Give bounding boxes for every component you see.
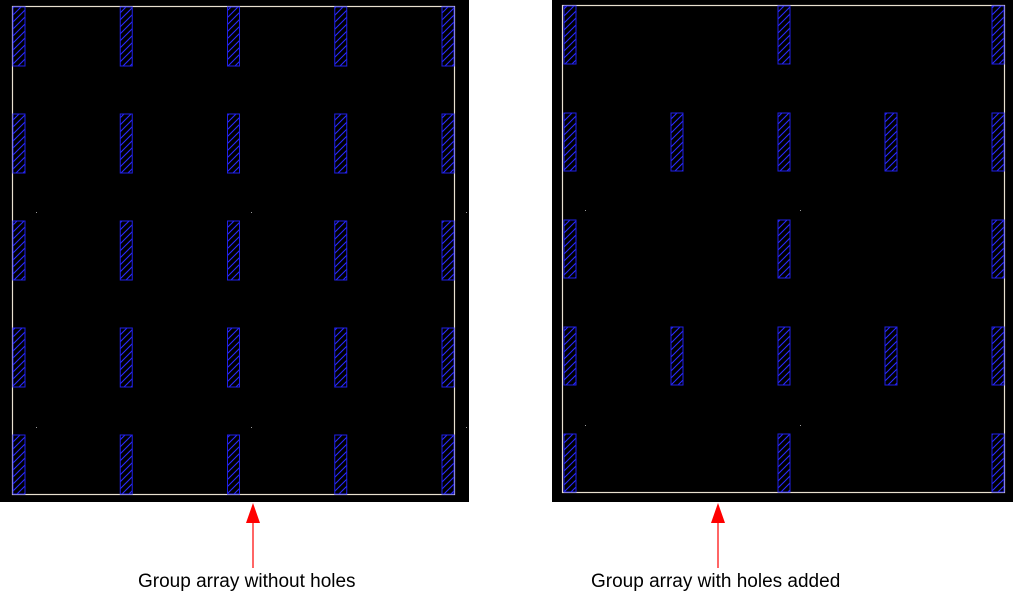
- left-grid-dot: [36, 212, 37, 213]
- right-via-r2-c4: [884, 112, 898, 172]
- left-via-r2-c3: [227, 113, 240, 174]
- left-via-r2-c1: [12, 113, 26, 174]
- left-arrow-icon: [246, 503, 260, 568]
- right-grid-dot: [800, 425, 801, 426]
- left-via-r5-c3: [227, 434, 240, 495]
- left-grid-dot: [466, 427, 467, 428]
- left-via-r4-c2: [119, 327, 133, 388]
- right-via-array: [561, 4, 1006, 494]
- right-via-r1-c3: [777, 5, 791, 65]
- left-via-r2-c4: [334, 113, 348, 174]
- left-via-r5-c4: [334, 434, 348, 495]
- left-via-r1-c3: [227, 6, 240, 67]
- left-via-r1-c5: [441, 6, 455, 67]
- left-via-r5-c5: [441, 434, 455, 495]
- left-via-r4-c3: [227, 327, 240, 388]
- left-via-r3-c1: [12, 220, 26, 281]
- left-via-r1-c2: [119, 6, 133, 67]
- right-via-r1-c5: [991, 5, 1005, 65]
- right-via-r1-c1: [563, 5, 577, 65]
- left-grid-dot: [251, 427, 252, 428]
- right-via-r4-c4: [884, 326, 898, 386]
- right-via-r4-c1: [563, 326, 577, 386]
- right-via-r2-c1: [563, 112, 577, 172]
- left-via-r4-c1: [12, 327, 26, 388]
- right-via-r2-c3: [777, 112, 791, 172]
- left-via-r3-c2: [119, 220, 133, 281]
- left-layout-panel: [0, 0, 469, 502]
- right-grid-dot: [585, 425, 586, 426]
- left-via-r3-c5: [441, 220, 455, 281]
- left-via-r5-c2: [119, 434, 133, 495]
- right-via-r4-c3: [777, 326, 791, 386]
- right-via-r4-c5: [991, 326, 1005, 386]
- right-via-r2-c2: [670, 112, 684, 172]
- right-via-r4-c2: [670, 326, 684, 386]
- right-via-r2-c5: [991, 112, 1005, 172]
- left-via-r4-c5: [441, 327, 455, 388]
- right-via-r5-c1: [563, 433, 577, 493]
- left-via-r3-c3: [227, 220, 240, 281]
- right-via-r5-c3: [777, 433, 791, 493]
- right-grid-dot: [585, 210, 586, 211]
- right-layout-panel: [552, 0, 1013, 502]
- left-grid-dot: [466, 212, 467, 213]
- left-caption: Group array without holes: [138, 571, 356, 592]
- left-via-r5-c1: [12, 434, 26, 495]
- right-caption: Group array with holes added: [591, 571, 841, 592]
- left-grid-dot: [251, 212, 252, 213]
- right-via-r3-c3: [777, 219, 791, 279]
- left-via-r1-c4: [334, 6, 348, 67]
- left-via-array: [11, 5, 467, 496]
- left-via-r1-c1: [12, 6, 26, 67]
- left-via-r3-c4: [334, 220, 348, 281]
- left-via-r4-c4: [334, 327, 348, 388]
- right-grid-dot: [800, 210, 801, 211]
- left-via-r2-c2: [119, 113, 133, 174]
- right-via-r3-c5: [991, 219, 1005, 279]
- left-grid-dot: [36, 427, 37, 428]
- right-via-r3-c1: [563, 219, 577, 279]
- left-via-r2-c5: [441, 113, 455, 174]
- right-arrow-icon: [711, 503, 725, 568]
- right-via-r5-c5: [991, 433, 1005, 493]
